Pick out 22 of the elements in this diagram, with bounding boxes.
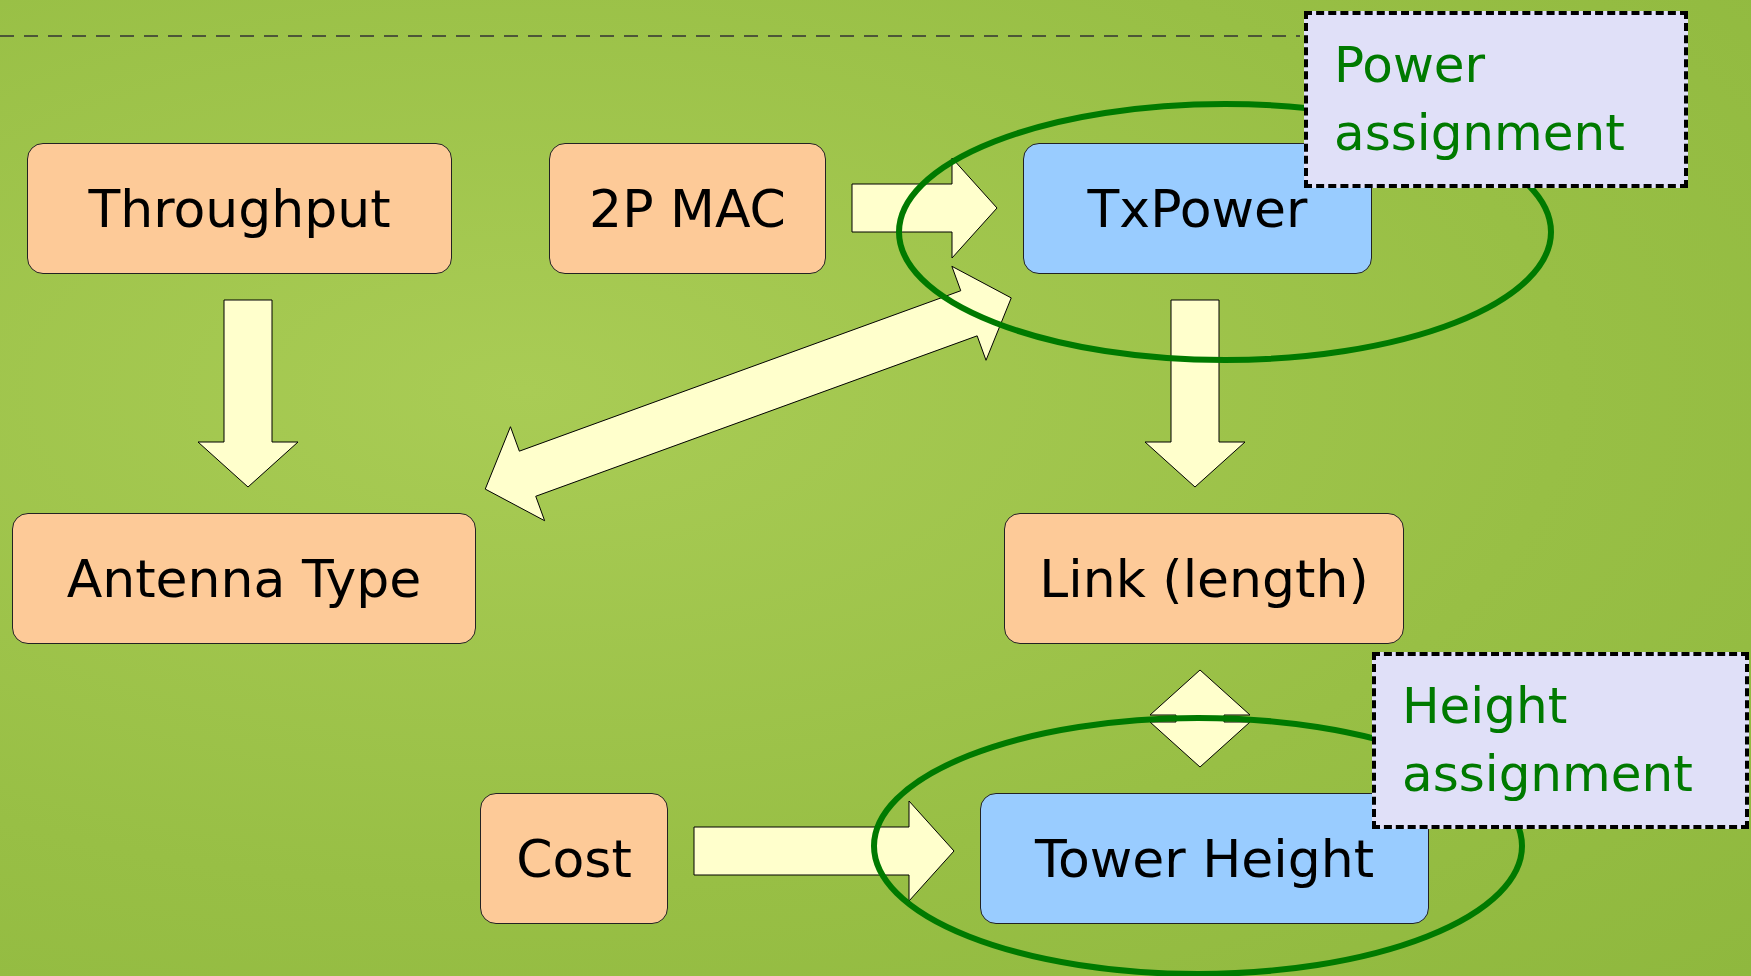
callout-box: [1304, 11, 1688, 188]
double-block-arrow: [1149, 669, 1251, 768]
callout-text: Height assignment: [1402, 676, 1694, 805]
callout-text: Power assignment: [1334, 35, 1626, 164]
block-arrow: [851, 157, 998, 259]
node-label: Cost: [516, 828, 632, 889]
block-arrow: [1144, 299, 1246, 488]
process-box: [549, 143, 826, 274]
node-label: Antenna Type: [66, 548, 422, 609]
node-label: TxPower: [1087, 178, 1308, 239]
process-box: [480, 793, 668, 924]
node-label: 2P MAC: [589, 178, 786, 239]
process-box: [27, 143, 452, 274]
process-box: [1004, 513, 1404, 644]
block-arrow: [197, 299, 299, 488]
process-box: [12, 513, 476, 644]
node-label: Tower Height: [1034, 828, 1375, 889]
node-label: Link (length): [1039, 548, 1369, 609]
callout-box: [1372, 652, 1749, 829]
block-arrow: [693, 800, 955, 902]
node-label: Throughput: [88, 178, 391, 239]
double-block-arrow: [484, 265, 1012, 522]
